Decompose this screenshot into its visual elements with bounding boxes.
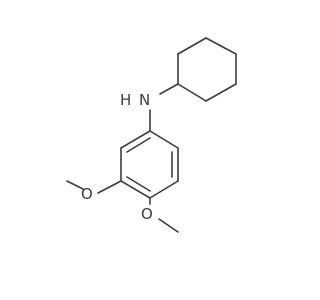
methoxy-group-3 bbox=[66, 180, 122, 194]
bond-o4-methyl bbox=[158, 218, 179, 233]
atom-label-methoxy-o-3: O bbox=[81, 185, 93, 203]
cyclohexyl-ring bbox=[177, 37, 237, 102]
atom-label-methoxy-o-4: O bbox=[141, 205, 153, 223]
bond-ar4-ar5 bbox=[120, 180, 151, 199]
atom-label-nh-h: H bbox=[120, 91, 131, 109]
methoxy-group-4 bbox=[149, 197, 179, 233]
bond-ar5-o3 bbox=[97, 180, 122, 194]
bond-n-cyclohexyl bbox=[159, 83, 179, 95]
bond-ar6-ar1 bbox=[120, 130, 151, 149]
double-bond-ar6-ar1 bbox=[126, 137, 151, 153]
bond-cy6-cy1 bbox=[177, 83, 207, 102]
benzene-ring bbox=[120, 130, 179, 199]
atom-label-nh-n: N bbox=[139, 91, 150, 109]
bond-cy5-cy6 bbox=[205, 83, 237, 102]
bond-o3-methyl bbox=[66, 180, 84, 190]
double-bond-ar4-ar5 bbox=[126, 176, 151, 192]
bond-cy3-cy4 bbox=[205, 37, 237, 55]
bond-ar3-ar4 bbox=[149, 180, 179, 199]
bond-cy2-cy3 bbox=[177, 37, 207, 55]
molecule-structure-diagram: H N O O bbox=[66, 37, 237, 233]
bond-ar1-ar2 bbox=[149, 130, 179, 149]
